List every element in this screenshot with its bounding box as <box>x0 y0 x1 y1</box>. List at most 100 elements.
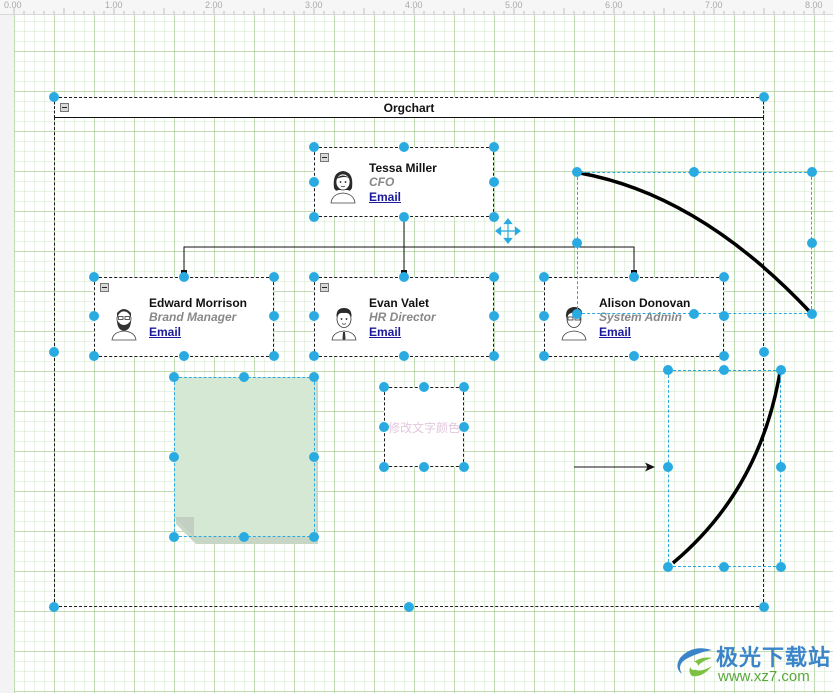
resize-handle[interactable] <box>89 311 99 321</box>
resize-handle[interactable] <box>807 309 817 319</box>
resize-handle[interactable] <box>629 351 639 361</box>
female-avatar-icon <box>330 171 356 204</box>
resize-handle[interactable] <box>49 92 59 102</box>
container-collapse-button[interactable] <box>60 103 69 112</box>
resize-handle[interactable] <box>489 177 499 187</box>
ruler-label: 3.00 <box>305 0 323 10</box>
arrow-connector[interactable] <box>574 462 655 472</box>
resize-handle[interactable] <box>309 272 319 282</box>
note-shape[interactable] <box>170 372 322 544</box>
resize-handle[interactable] <box>689 167 699 177</box>
resize-handle[interactable] <box>399 212 409 222</box>
resize-handle[interactable] <box>309 532 319 542</box>
resize-handle[interactable] <box>663 562 673 572</box>
curve-line-bottom[interactable] <box>671 371 782 565</box>
text-box[interactable]: 修改文字颜色 <box>384 387 464 467</box>
resize-handle[interactable] <box>169 372 179 382</box>
person-title: HR Director <box>369 310 436 324</box>
resize-handle[interactable] <box>719 562 729 572</box>
ruler-ticks <box>13 8 825 14</box>
resize-handle[interactable] <box>459 382 469 392</box>
resize-handle[interactable] <box>759 92 769 102</box>
resize-handle[interactable] <box>399 351 409 361</box>
resize-handle[interactable] <box>49 602 59 612</box>
resize-handle[interactable] <box>489 272 499 282</box>
resize-handle[interactable] <box>719 272 729 282</box>
resize-handle[interactable] <box>89 351 99 361</box>
email-link[interactable]: Email <box>369 325 402 339</box>
resize-handle[interactable] <box>572 309 582 319</box>
resize-handle[interactable] <box>239 532 249 542</box>
resize-handle[interactable] <box>459 462 469 472</box>
resize-handle[interactable] <box>776 365 786 375</box>
resize-handle[interactable] <box>49 347 59 357</box>
resize-handle[interactable] <box>399 272 409 282</box>
resize-handle[interactable] <box>399 142 409 152</box>
resize-handle[interactable] <box>719 365 729 375</box>
resize-handle[interactable] <box>169 532 179 542</box>
resize-handle[interactable] <box>269 351 279 361</box>
resize-handle[interactable] <box>269 311 279 321</box>
resize-handle[interactable] <box>239 372 249 382</box>
resize-handle[interactable] <box>419 462 429 472</box>
resize-handle[interactable] <box>539 311 549 321</box>
resize-handle[interactable] <box>719 311 729 321</box>
resize-handle[interactable] <box>309 311 319 321</box>
resize-handle[interactable] <box>89 272 99 282</box>
resize-handle[interactable] <box>776 562 786 572</box>
card-collapse-button[interactable] <box>100 283 109 292</box>
email-link[interactable]: Email <box>599 325 632 339</box>
org-connector[interactable] <box>183 218 635 270</box>
resize-handle[interactable] <box>776 462 786 472</box>
resize-handle[interactable] <box>489 212 499 222</box>
resize-handle[interactable] <box>689 309 699 319</box>
resize-handle[interactable] <box>807 167 817 177</box>
resize-handle[interactable] <box>572 238 582 248</box>
person-card-evan-valet[interactable]: Evan Valet HR Director Email <box>314 277 494 357</box>
resize-handle[interactable] <box>489 351 499 361</box>
move-arrows-icon[interactable] <box>495 218 521 244</box>
resize-handle[interactable] <box>169 452 179 462</box>
resize-handle[interactable] <box>719 351 729 361</box>
resize-handle[interactable] <box>309 452 319 462</box>
resize-handle[interactable] <box>419 382 429 392</box>
ruler-label: 0.00 <box>4 0 22 10</box>
resize-handle[interactable] <box>629 272 639 282</box>
ruler-label: 6.00 <box>605 0 623 10</box>
resize-handle[interactable] <box>759 602 769 612</box>
resize-handle[interactable] <box>539 272 549 282</box>
resize-handle[interactable] <box>309 351 319 361</box>
orgchart-header[interactable]: Orgchart <box>54 97 764 118</box>
resize-handle[interactable] <box>269 272 279 282</box>
resize-handle[interactable] <box>807 238 817 248</box>
resize-handle[interactable] <box>539 351 549 361</box>
card-collapse-button[interactable] <box>320 153 329 162</box>
resize-handle[interactable] <box>309 142 319 152</box>
resize-handle[interactable] <box>489 311 499 321</box>
person-title: CFO <box>369 175 395 189</box>
resize-handle[interactable] <box>459 422 469 432</box>
email-link[interactable]: Email <box>149 325 182 339</box>
resize-handle[interactable] <box>309 212 319 222</box>
ruler-label: 5.00 <box>505 0 523 10</box>
resize-handle[interactable] <box>759 347 769 357</box>
resize-handle[interactable] <box>309 177 319 187</box>
resize-handle[interactable] <box>309 372 319 382</box>
person-card-tessa-miller[interactable]: Tessa Miller CFO Email <box>314 147 494 217</box>
card-collapse-button[interactable] <box>320 283 329 292</box>
person-name: Edward Morrison <box>149 296 248 310</box>
resize-handle[interactable] <box>179 351 189 361</box>
resize-handle[interactable] <box>663 462 673 472</box>
resize-handle[interactable] <box>404 602 414 612</box>
curve-line-top[interactable] <box>579 171 812 314</box>
resize-handle[interactable] <box>379 462 389 472</box>
resize-handle[interactable] <box>663 365 673 375</box>
email-link[interactable]: Email <box>369 190 402 204</box>
resize-handle[interactable] <box>379 422 389 432</box>
person-name: Tessa Miller <box>369 161 437 175</box>
orgchart-title: Orgchart <box>383 101 435 115</box>
resize-handle[interactable] <box>179 272 189 282</box>
resize-handle[interactable] <box>489 142 499 152</box>
resize-handle[interactable] <box>572 167 582 177</box>
resize-handle[interactable] <box>379 382 389 392</box>
